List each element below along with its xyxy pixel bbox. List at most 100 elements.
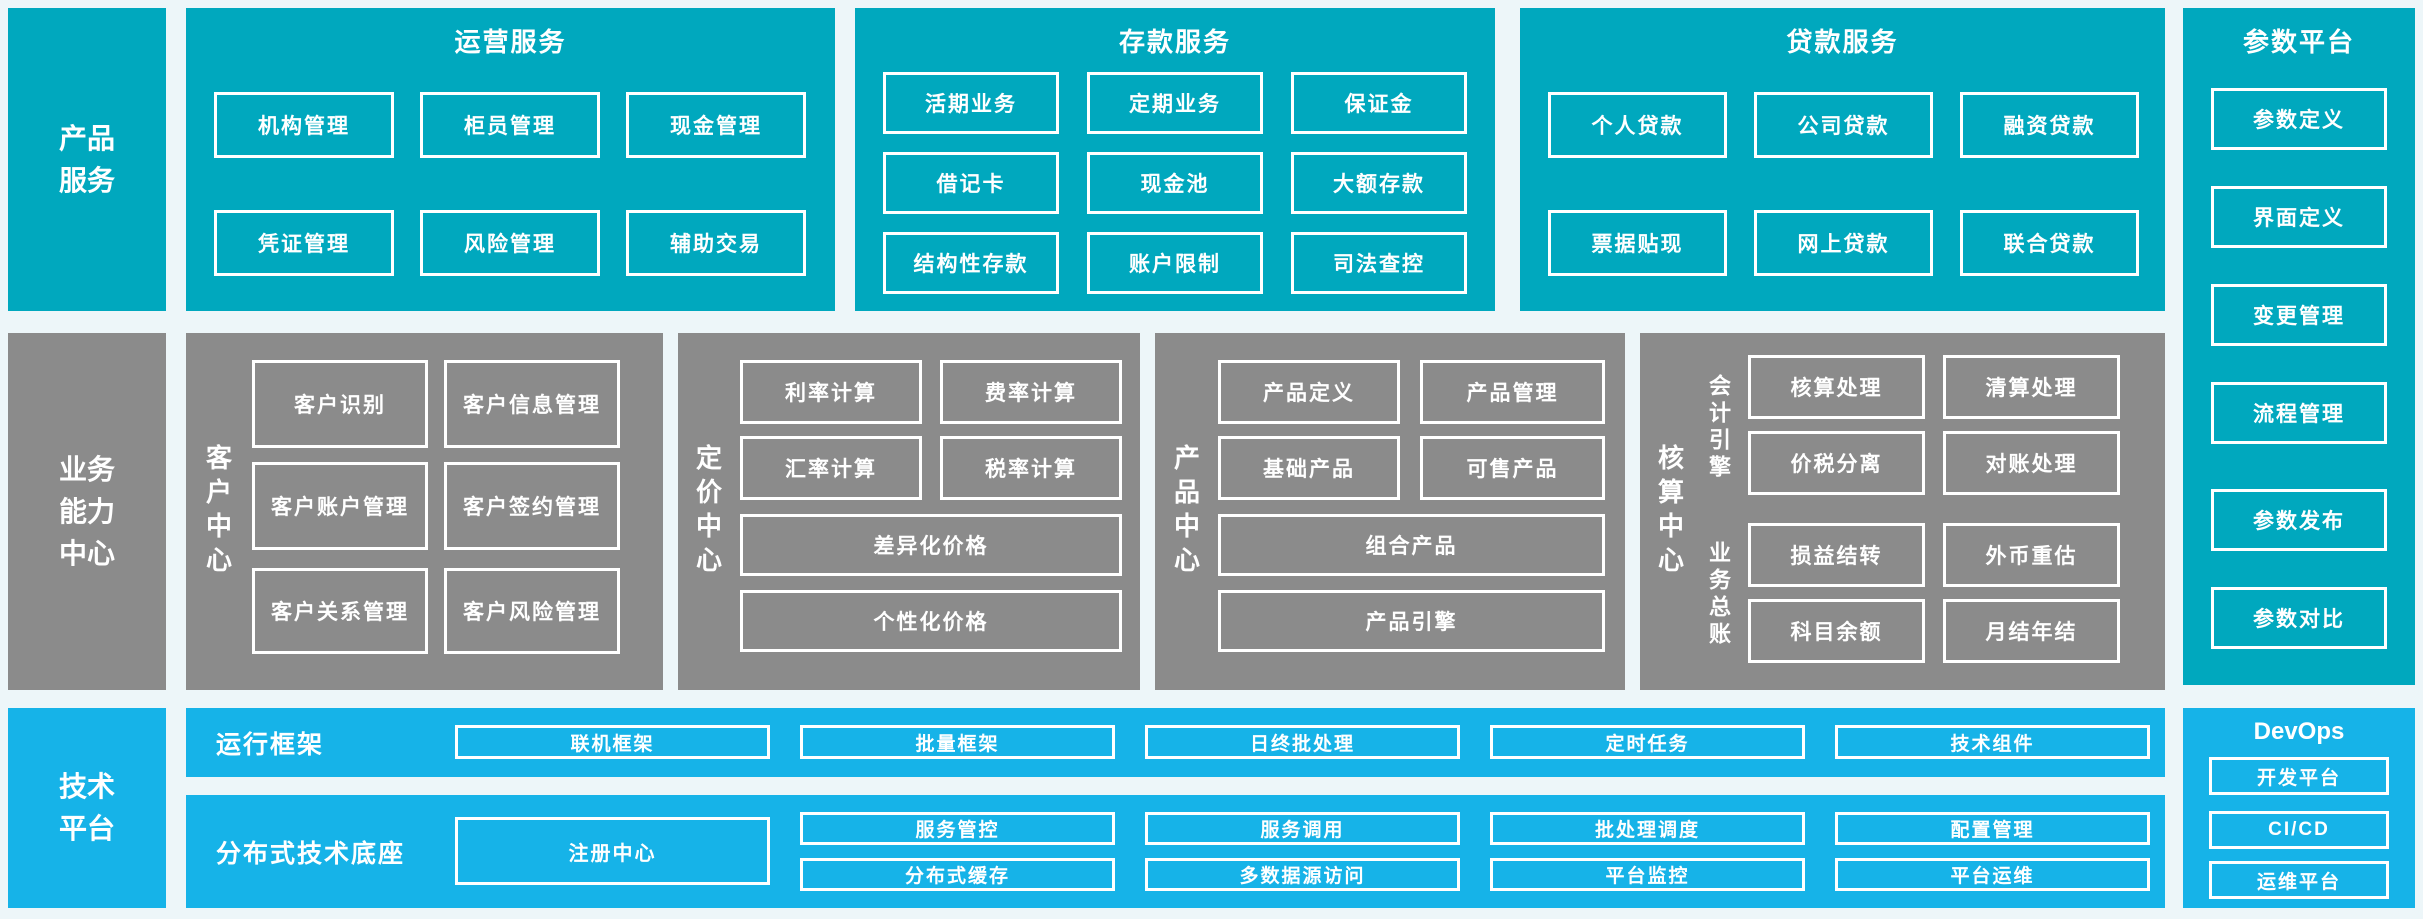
center-customer: 客户中心 客户识别 客户信息管理 客户账户管理 客户签约管理 客户关系管理 客户… [186,333,663,690]
deposit-box: 活期业务 [883,72,1059,134]
ops-box: 现金管理 [626,92,806,158]
bar-distributed-base: 分布式技术底座 注册中心 服务管控 服务调用 批处理调度 配置管理 分布式缓存 … [186,795,2165,908]
pricing-box-wide: 个性化价格 [740,590,1122,652]
panel-devops: DevOps 开发平台 CI/CD 运维平台 [2183,708,2415,908]
bar-title: 分布式技术底座 [216,839,406,868]
pricing-box-wide: 差异化价格 [740,514,1122,576]
panel-title: 参数平台 [2242,27,2355,57]
panel-title: 贷款服务 [1786,27,1899,57]
product-box-wide: 组合产品 [1218,514,1605,576]
param-box: 界面定义 [2211,186,2387,248]
loan-box: 联合贷款 [1960,210,2139,276]
panel-title: 运营服务 [454,27,567,57]
runtime-box: 联机框架 [455,725,770,759]
panel-title: DevOps [2253,718,2345,745]
product-box-wide: 产品引擎 [1218,590,1605,652]
param-box: 参数发布 [2211,489,2387,551]
ledger-box: 损益结转 [1748,523,1925,587]
param-box: 参数对比 [2211,587,2387,649]
accounting-box: 核算处理 [1748,355,1925,419]
deposit-box: 大额存款 [1291,152,1467,214]
center-title: 产品中心 [1170,443,1201,580]
ledger-box: 月结年结 [1943,599,2120,663]
loan-box: 网上贷款 [1754,210,1933,276]
product-box: 可售产品 [1420,436,1605,500]
accounting-box: 价税分离 [1748,431,1925,495]
ops-box: 柜员管理 [420,92,600,158]
accounting-box: 对账处理 [1943,431,2120,495]
customer-box: 客户识别 [252,360,428,448]
product-box: 基础产品 [1218,436,1400,500]
customer-box: 客户风险管理 [444,568,620,654]
ledger-box: 科目余额 [1748,599,1925,663]
ops-box: 机构管理 [214,92,394,158]
loan-box: 个人贷款 [1548,92,1727,158]
band-label-text: 技术平台 [58,771,115,844]
band-label-text: 业务能力中心 [58,453,115,569]
panel-operations-services: 运营服务 机构管理 柜员管理 现金管理 凭证管理 风险管理 辅助交易 [186,8,835,311]
deposit-box: 借记卡 [883,152,1059,214]
deposit-box: 现金池 [1087,152,1263,214]
customer-box: 客户签约管理 [444,462,620,550]
ops-box: 风险管理 [420,210,600,276]
center-title: 核算中心 [1654,443,1685,580]
center-title: 客户中心 [202,443,233,580]
distributed-box: 批处理调度 [1490,812,1805,845]
ledger-box: 外币重估 [1943,523,2120,587]
product-box: 产品管理 [1420,360,1605,424]
pricing-box: 汇率计算 [740,436,922,500]
center-pricing: 定价中心 利率计算 费率计算 汇率计算 税率计算 差异化价格 个性化价格 [678,333,1140,690]
panel-loan-services: 贷款服务 个人贷款 公司贷款 融资贷款 票据贴现 网上贷款 联合贷款 [1520,8,2165,311]
ops-box: 辅助交易 [626,210,806,276]
loan-box: 票据贴现 [1548,210,1727,276]
runtime-box: 技术组件 [1835,725,2150,759]
param-box: 变更管理 [2211,284,2387,346]
group-label-business-ledger: 业务总账 [1706,541,1731,649]
deposit-box: 结构性存款 [883,232,1059,294]
distributed-box: 平台监控 [1490,858,1805,891]
customer-box: 客户账户管理 [252,462,428,550]
pricing-box: 利率计算 [740,360,922,424]
band-label-product-services: 产品服务 [8,8,166,311]
product-box: 产品定义 [1218,360,1400,424]
deposit-box: 司法查控 [1291,232,1467,294]
customer-box: 客户关系管理 [252,568,428,654]
runtime-box: 批量框架 [800,725,1115,759]
ops-box: 凭证管理 [214,210,394,276]
distributed-box: 分布式缓存 [800,858,1115,891]
group-label-accounting-engine: 会计引擎 [1706,374,1731,482]
bar-title: 运行框架 [216,730,325,759]
runtime-box: 定时任务 [1490,725,1805,759]
registry-center-box: 注册中心 [455,817,770,885]
distributed-box: 配置管理 [1835,812,2150,845]
center-accounting: 核算中心 会计引擎 核算处理 清算处理 价税分离 对账处理 业务总账 损益结转 … [1640,333,2165,690]
customer-box: 客户信息管理 [444,360,620,448]
param-box: 参数定义 [2211,88,2387,150]
deposit-box: 账户限制 [1087,232,1263,294]
runtime-box: 日终批处理 [1145,725,1460,759]
panel-deposit-services: 存款服务 活期业务 定期业务 保证金 借记卡 现金池 大额存款 结构性存款 账户… [855,8,1495,311]
band-label-text: 产品服务 [58,122,115,196]
center-title: 定价中心 [692,443,723,580]
distributed-box: 服务调用 [1145,812,1460,845]
accounting-box: 清算处理 [1943,355,2120,419]
deposit-box: 保证金 [1291,72,1467,134]
band-label-tech-platform: 技术平台 [8,708,166,908]
devops-box: 开发平台 [2209,757,2389,795]
panel-parameter-platform: 参数平台 参数定义 界面定义 变更管理 流程管理 参数发布 参数对比 [2183,8,2415,685]
center-product: 产品中心 产品定义 产品管理 基础产品 可售产品 组合产品 产品引擎 [1155,333,1625,690]
deposit-box: 定期业务 [1087,72,1263,134]
distributed-box: 服务管控 [800,812,1115,845]
loan-box: 公司贷款 [1754,92,1933,158]
band-label-business-capability: 业务能力中心 [8,333,166,690]
bar-runtime-framework: 运行框架 联机框架 批量框架 日终批处理 定时任务 技术组件 [186,708,2165,777]
pricing-box: 费率计算 [940,360,1122,424]
distributed-box: 多数据源访问 [1145,858,1460,891]
loan-box: 融资贷款 [1960,92,2139,158]
panel-title: 存款服务 [1118,27,1231,57]
param-box: 流程管理 [2211,382,2387,444]
devops-box: 运维平台 [2209,861,2389,899]
devops-box: CI/CD [2209,811,2389,849]
pricing-box: 税率计算 [940,436,1122,500]
